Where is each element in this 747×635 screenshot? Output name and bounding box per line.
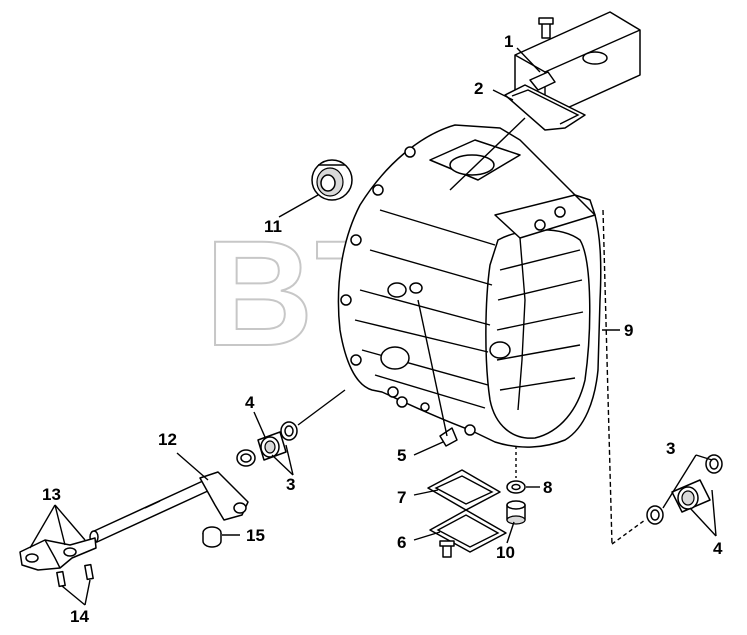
right-leader-line <box>611 519 646 545</box>
callout-2: 2 <box>474 79 483 98</box>
callout-6: 6 <box>397 533 406 552</box>
left-leader-line <box>297 389 346 426</box>
callout-1: 1 <box>504 32 513 51</box>
retaining-clip <box>417 299 458 447</box>
callout-9: 9 <box>624 321 633 340</box>
housing-bracket-line <box>602 209 613 546</box>
release-fork <box>19 537 97 571</box>
drain-plug <box>506 500 526 525</box>
callout-11: 11 <box>264 217 282 236</box>
callout-3-right: 3 <box>666 439 675 458</box>
callout-4-right: 4 <box>713 539 723 558</box>
washer <box>506 480 526 494</box>
inspection-cover <box>514 11 641 119</box>
callout-15: 15 <box>246 526 265 545</box>
cover-leader-line <box>449 117 526 191</box>
oil-seal <box>311 159 353 201</box>
bushing-left <box>236 421 298 467</box>
callout-8: 8 <box>543 478 552 497</box>
bushing-right <box>646 454 723 525</box>
callouts: 1 2 11 9 4 3 12 5 7 8 6 10 13 14 15 3 4 <box>42 32 723 626</box>
callout-14: 14 <box>70 607 89 626</box>
callout-13: 13 <box>42 485 61 504</box>
release-shaft <box>89 471 249 544</box>
callout-4-left: 4 <box>245 393 255 412</box>
fork-pins <box>56 563 94 588</box>
clutch-housing <box>337 124 602 448</box>
callout-7: 7 <box>397 488 406 507</box>
cover-bolt <box>538 17 554 39</box>
small-bushing <box>202 526 222 548</box>
cover-gasket <box>504 84 586 131</box>
leader-lines <box>29 47 717 606</box>
cover-plate <box>429 509 507 553</box>
callout-12: 12 <box>158 430 177 449</box>
callout-10: 10 <box>496 543 515 562</box>
plate-gasket <box>427 469 501 511</box>
callout-3-left: 3 <box>286 475 295 494</box>
plate-bolt <box>439 540 455 558</box>
callout-5: 5 <box>397 446 406 465</box>
